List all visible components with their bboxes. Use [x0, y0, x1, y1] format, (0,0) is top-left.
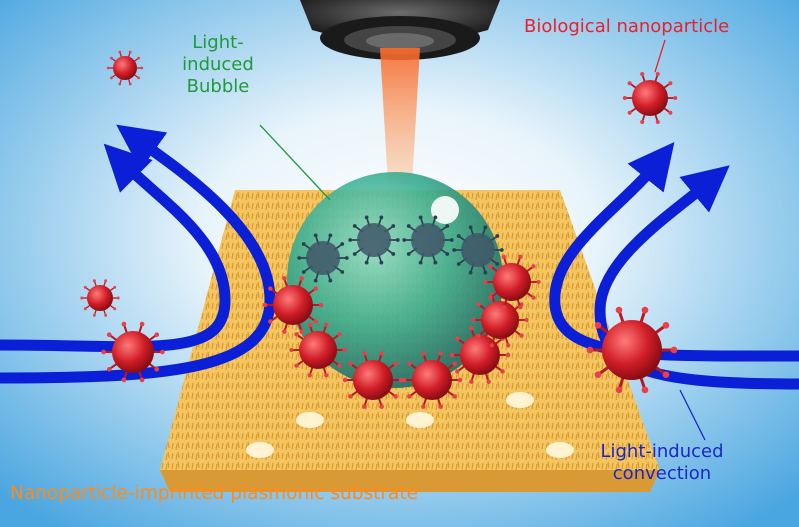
bubble-label-line1: Light-	[176, 32, 260, 54]
nanoparticle-label: Biological nanoparticle	[524, 16, 729, 38]
convection-label-line2: convection	[564, 463, 760, 485]
substrate-label: Nanoparticle-imprinted plasmonic substra…	[10, 483, 418, 505]
bubble-label-line3: Bubble	[176, 76, 260, 98]
bubble-label: Light- induced Bubble	[176, 32, 260, 98]
convection-label-line1: Light-induced	[564, 441, 760, 463]
bubble-label-line2: induced	[176, 54, 260, 76]
convection-label: Light-induced convection	[564, 441, 760, 485]
